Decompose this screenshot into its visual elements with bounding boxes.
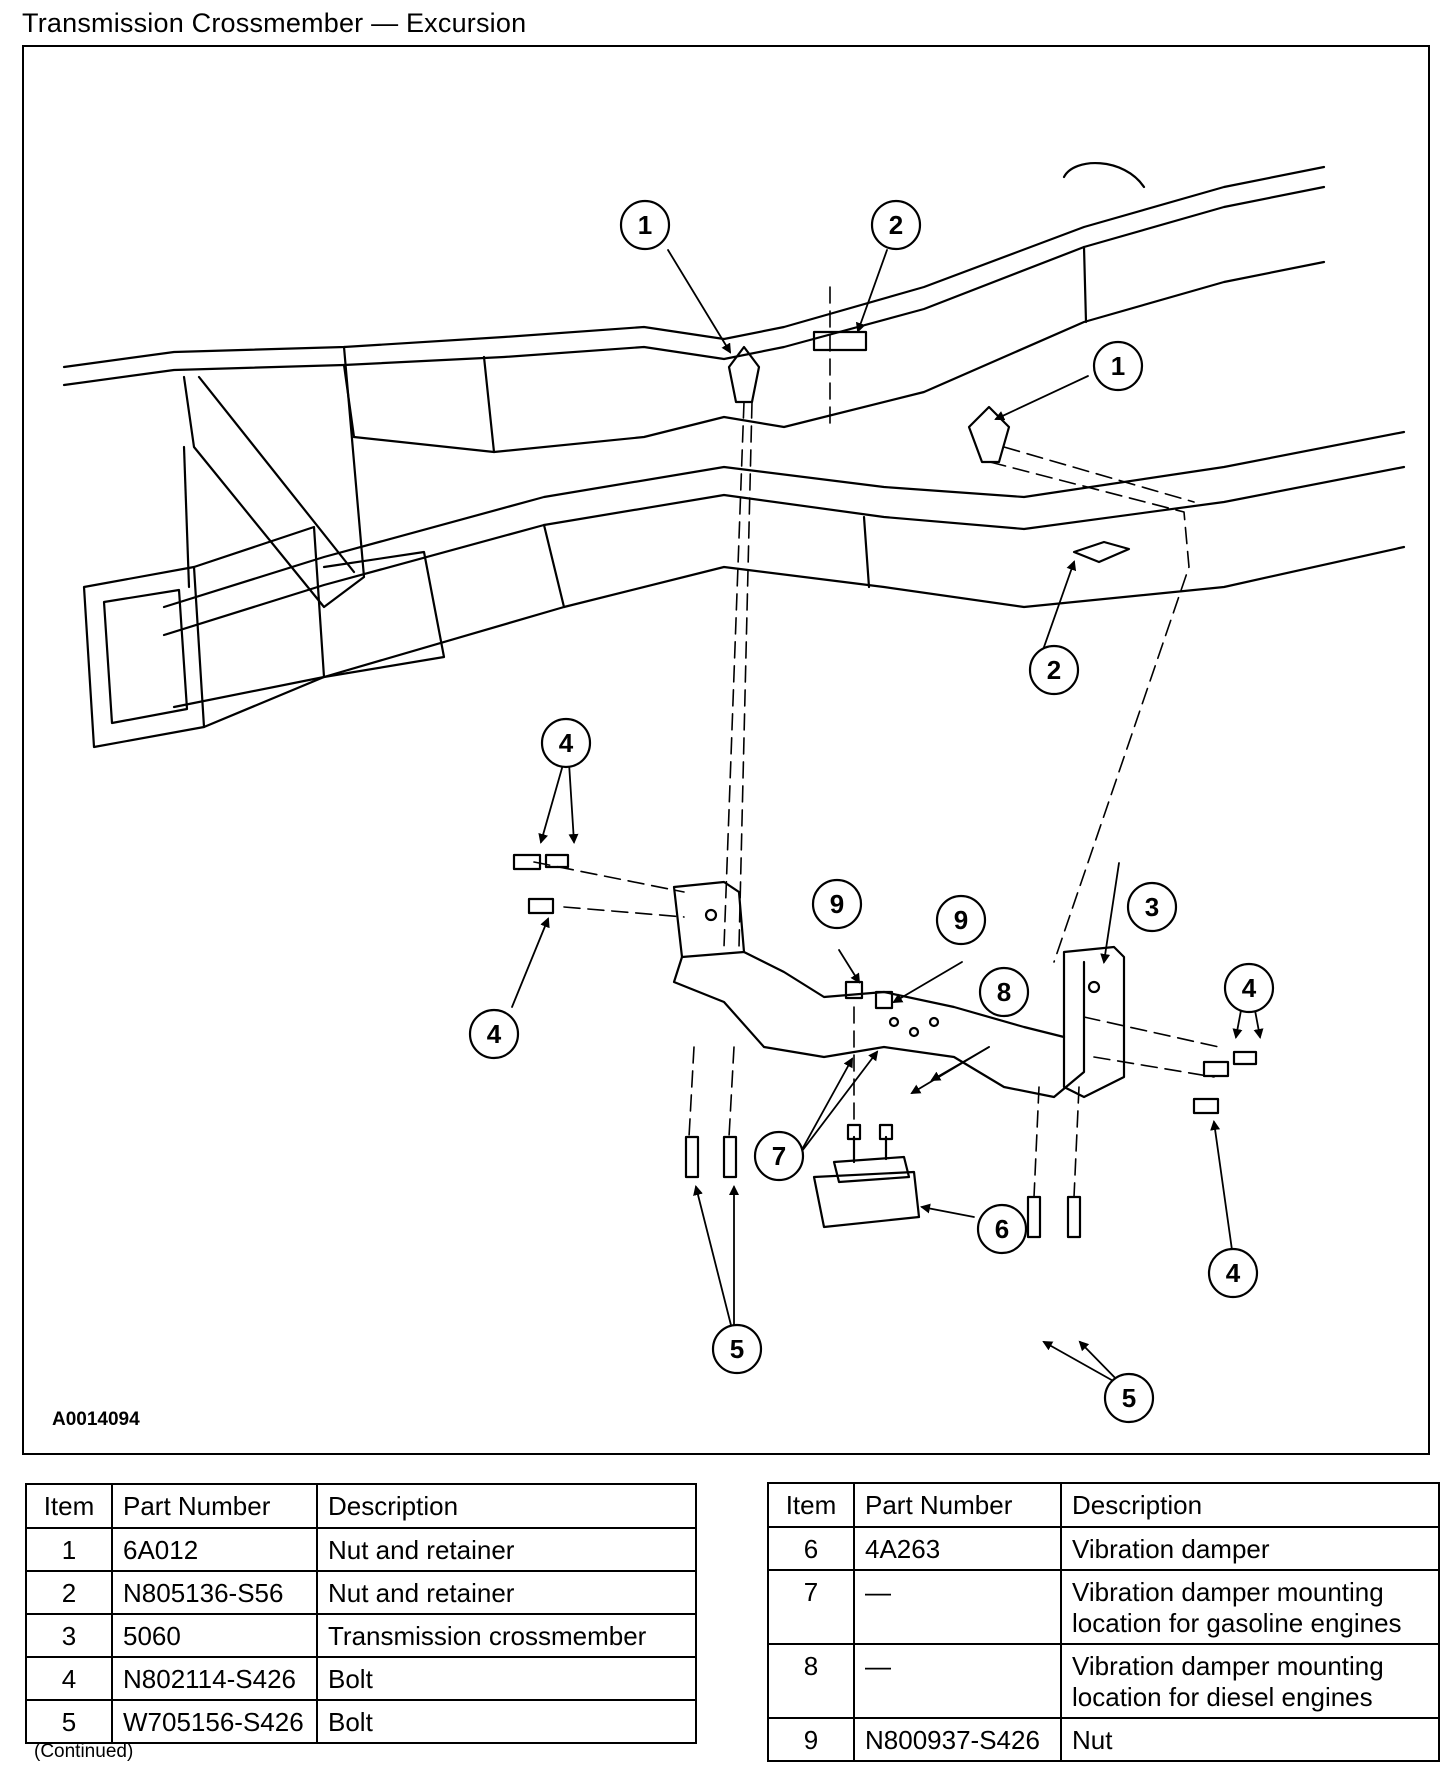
callout-5a: 5	[711, 1323, 763, 1375]
item-cell: 3	[25, 1613, 113, 1658]
svg-text:6: 6	[995, 1214, 1009, 1244]
part-number-cell: W705156-S426	[111, 1699, 318, 1744]
frame-crossmember	[182, 345, 366, 609]
header-part-number: Part Number	[111, 1483, 318, 1529]
nut-retainer-2a	[812, 330, 868, 352]
svg-text:1: 1	[638, 210, 652, 240]
description-cell: Nut and retainer	[316, 1570, 697, 1615]
part-number-cell: 6A012	[111, 1527, 318, 1572]
svg-text:5: 5	[730, 1334, 744, 1364]
header-item: Item	[25, 1483, 113, 1529]
parts-table-left: Item Part Number Description 1 6A012 Nut…	[25, 1483, 697, 1744]
callout-9b: 9	[935, 894, 987, 946]
table-header-row: Item Part Number Description	[767, 1482, 1440, 1528]
callout-3: 3	[1126, 881, 1178, 933]
diagram-artwork: 1 2 1 2 3 4 4 4 4 5 5 6 7 8 9 9	[62, 161, 1406, 1424]
table-header-row: Item Part Number Description	[25, 1483, 697, 1529]
transmission-crossmember	[672, 880, 1126, 1099]
description-cell: Vibration damper	[1060, 1526, 1440, 1571]
table-row: 5 W705156-S426 Bolt	[25, 1699, 697, 1744]
svg-text:9: 9	[954, 905, 968, 935]
callout-4a: 4	[540, 717, 592, 769]
page-title: Transmission Crossmember — Excursion	[22, 8, 527, 38]
description-cell: Bolt	[316, 1699, 697, 1744]
svg-text:4: 4	[1226, 1258, 1241, 1288]
description-cell: Nut and retainer	[316, 1527, 697, 1572]
description-cell: Nut	[1060, 1717, 1440, 1762]
header-description: Description	[1060, 1482, 1440, 1528]
nut-retainer-1a	[727, 345, 761, 404]
item-cell: 9	[767, 1717, 855, 1762]
part-number-cell: —	[853, 1569, 1062, 1645]
header-description: Description	[316, 1483, 697, 1529]
vibration-damper	[812, 1123, 921, 1229]
part-number-cell: 4A263	[853, 1526, 1062, 1571]
description-cell: Bolt	[316, 1656, 697, 1701]
table-row: 6 4A263 Vibration damper	[767, 1526, 1440, 1571]
table-row: 8 — Vibration damper mounting location f…	[767, 1643, 1440, 1719]
callout-1a: 1	[619, 199, 671, 251]
callout-7: 7	[753, 1130, 805, 1182]
callout-8: 8	[978, 966, 1030, 1018]
item-cell: 4	[25, 1656, 113, 1701]
svg-text:1: 1	[1111, 351, 1125, 381]
svg-text:9: 9	[830, 889, 844, 919]
part-number-cell: N802114-S426	[111, 1656, 318, 1701]
svg-text:2: 2	[889, 210, 903, 240]
item-cell: 5	[25, 1699, 113, 1744]
parts-table-right: Item Part Number Description 6 4A263 Vib…	[767, 1482, 1440, 1762]
exploded-diagram: 1 2 1 2 3 4 4 4 4 5 5 6 7 8 9 9 A0014094	[22, 45, 1430, 1455]
callout-4d: 4	[1207, 1247, 1259, 1299]
right-frame-rail	[162, 430, 1406, 709]
part-number-cell: N800937-S426	[853, 1717, 1062, 1762]
header-part-number: Part Number	[853, 1482, 1062, 1528]
callout-6: 6	[976, 1203, 1028, 1255]
table-row: 9 N800937-S426 Nut	[767, 1717, 1440, 1762]
svg-text:8: 8	[997, 977, 1011, 1007]
part-number-cell: N805136-S56	[111, 1570, 318, 1615]
nut-retainer-1b	[967, 405, 1011, 464]
left-frame-rail	[62, 161, 1326, 454]
svg-text:3: 3	[1145, 892, 1159, 922]
svg-text:5: 5	[1122, 1383, 1136, 1413]
table-row: 3 5060 Transmission crossmember	[25, 1613, 697, 1658]
continued-note: (Continued)	[34, 1741, 134, 1762]
item-cell: 6	[767, 1526, 855, 1571]
callout-9a: 9	[811, 878, 863, 930]
description-cell: Vibration damper mounting location for d…	[1060, 1643, 1440, 1719]
part-number-cell: —	[853, 1643, 1062, 1719]
table-row: 1 6A012 Nut and retainer	[25, 1527, 697, 1572]
item-cell: 7	[767, 1569, 855, 1645]
nut-retainer-2b	[1072, 540, 1131, 564]
item-cell: 8	[767, 1643, 855, 1719]
hitch-receiver	[82, 525, 446, 749]
svg-text:4: 4	[1242, 973, 1257, 1003]
table-row: 4 N802114-S426 Bolt	[25, 1656, 697, 1701]
svg-text:4: 4	[559, 728, 574, 758]
svg-text:4: 4	[487, 1019, 502, 1049]
part-number-cell: 5060	[111, 1613, 318, 1658]
callout-1b: 1	[1092, 340, 1144, 392]
figure-id: A0014094	[52, 1409, 140, 1430]
callout-5b: 5	[1103, 1372, 1155, 1424]
callout-2b: 2	[1028, 644, 1080, 696]
bolts	[512, 853, 1258, 1239]
item-cell: 2	[25, 1570, 113, 1615]
svg-text:2: 2	[1047, 655, 1061, 685]
callout-4b: 4	[468, 1008, 520, 1060]
callout-2a: 2	[870, 199, 922, 251]
callout-4c: 4	[1223, 962, 1275, 1014]
svg-text:7: 7	[772, 1141, 786, 1171]
item-cell: 1	[25, 1527, 113, 1572]
header-item: Item	[767, 1482, 855, 1528]
description-cell: Transmission crossmember	[316, 1613, 697, 1658]
table-row: 7 — Vibration damper mounting location f…	[767, 1569, 1440, 1645]
table-row: 2 N805136-S56 Nut and retainer	[25, 1570, 697, 1615]
description-cell: Vibration damper mounting location for g…	[1060, 1569, 1440, 1645]
